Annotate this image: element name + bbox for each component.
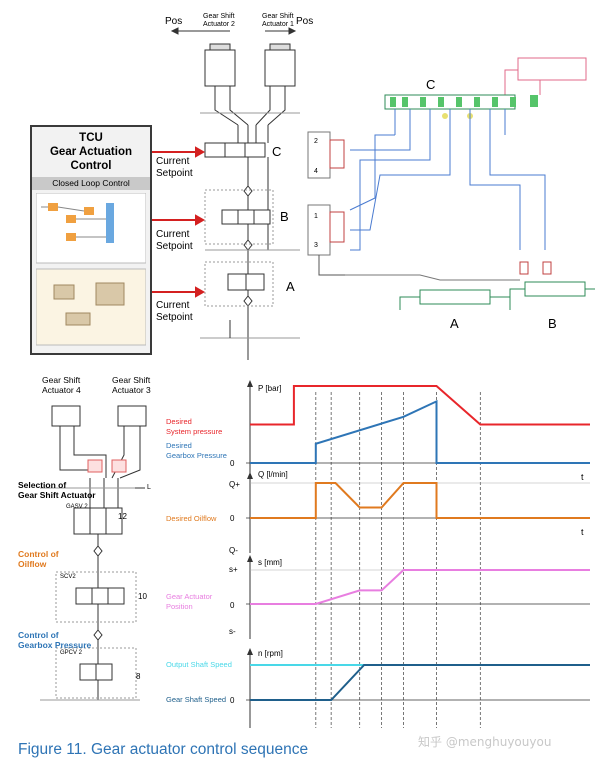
valve-a-label: A (286, 279, 295, 294)
pos-label-right: Pos (296, 16, 314, 27)
series-label: Desired Oilflow (166, 514, 217, 523)
right-side-number-1: 1 (314, 213, 318, 220)
actuator-4-label: Gear Shift Actuator 4 (42, 375, 81, 395)
actuator-3-label: Gear Shift Actuator 3 (112, 375, 151, 395)
right-label-b: B (548, 316, 557, 331)
y-tick-label: s- (229, 627, 236, 636)
y-axis-label: Q [l/min] (258, 470, 288, 479)
current-setpoint-c: Current Setpoint (156, 156, 193, 179)
right-side-number-2: 2 (314, 138, 318, 145)
y-tick-label: Q+ (229, 480, 240, 489)
right-side-number-3: 3 (314, 242, 318, 249)
gearbox-pressure-control-label: Control of Gearbox Pressure (18, 630, 92, 650)
y-tick-label: 0 (230, 459, 235, 468)
x-axis-label: t (581, 472, 584, 482)
series-line (250, 482, 590, 519)
selection-label: Selection of Gear Shift Actuator (18, 480, 96, 500)
y-axis-label: n [rpm] (258, 649, 283, 658)
pos-label-left: Pos (165, 16, 183, 27)
series-line (250, 664, 590, 701)
y-tick-label: Q- (229, 546, 238, 555)
l-mark: L (147, 484, 151, 491)
series-label: Gear Shaft Speed (166, 695, 226, 704)
valve-b-label: B (280, 209, 289, 224)
current-setpoint-a: Current Setpoint (156, 300, 193, 323)
gasv-label: GASV 2 (66, 504, 88, 510)
series-line (250, 399, 590, 464)
y-tick-label: 0 (230, 696, 235, 705)
watermark: 知乎 @menghuyouyou (418, 735, 552, 749)
actuator-2-label: Gear Shift Actuator 2 (203, 13, 235, 28)
y-tick-label: s+ (229, 565, 238, 574)
series-label: Output Shaft Speed (166, 660, 232, 669)
y-tick-label: 0 (230, 514, 235, 523)
current-setpoint-b: Current Setpoint (156, 229, 193, 252)
gpcv-label: GPCV 2 (60, 650, 83, 656)
series-line (250, 569, 590, 605)
number-10: 10 (138, 592, 147, 601)
valve-c-label: C (272, 144, 282, 159)
tcu-block-diagram-thumbnail (36, 193, 146, 346)
right-label-c: C (426, 77, 436, 92)
actuator-1-label: Gear Shift Actuator 1 (262, 13, 294, 28)
y-tick-label: 0 (230, 601, 235, 610)
tcu-panel: TCU Gear Actuation Control Closed Loop C… (30, 125, 152, 355)
series-line (250, 385, 590, 426)
tcu-title: TCU Gear Actuation Control (49, 132, 132, 172)
oilflow-control-label: Control of Oilflow (18, 549, 59, 569)
x-axis-label: t (581, 527, 584, 537)
tcu-subtitle: Closed Loop Control (32, 177, 150, 190)
right-side-number-4: 4 (314, 168, 318, 175)
y-axis-label: P [bar] (258, 384, 281, 393)
figure-caption: Figure 11. Gear actuator control sequenc… (18, 741, 309, 758)
right-label-a: A (450, 316, 459, 331)
y-axis-arrow (247, 472, 253, 479)
y-axis-arrow (247, 648, 253, 655)
number-12: 12 (118, 512, 127, 521)
number-8: 8 (136, 672, 141, 681)
y-axis-arrow (247, 380, 253, 387)
scv-label: SCV2 (60, 574, 76, 580)
y-axis-label: s [mm] (258, 558, 282, 567)
y-axis-arrow (247, 555, 253, 562)
